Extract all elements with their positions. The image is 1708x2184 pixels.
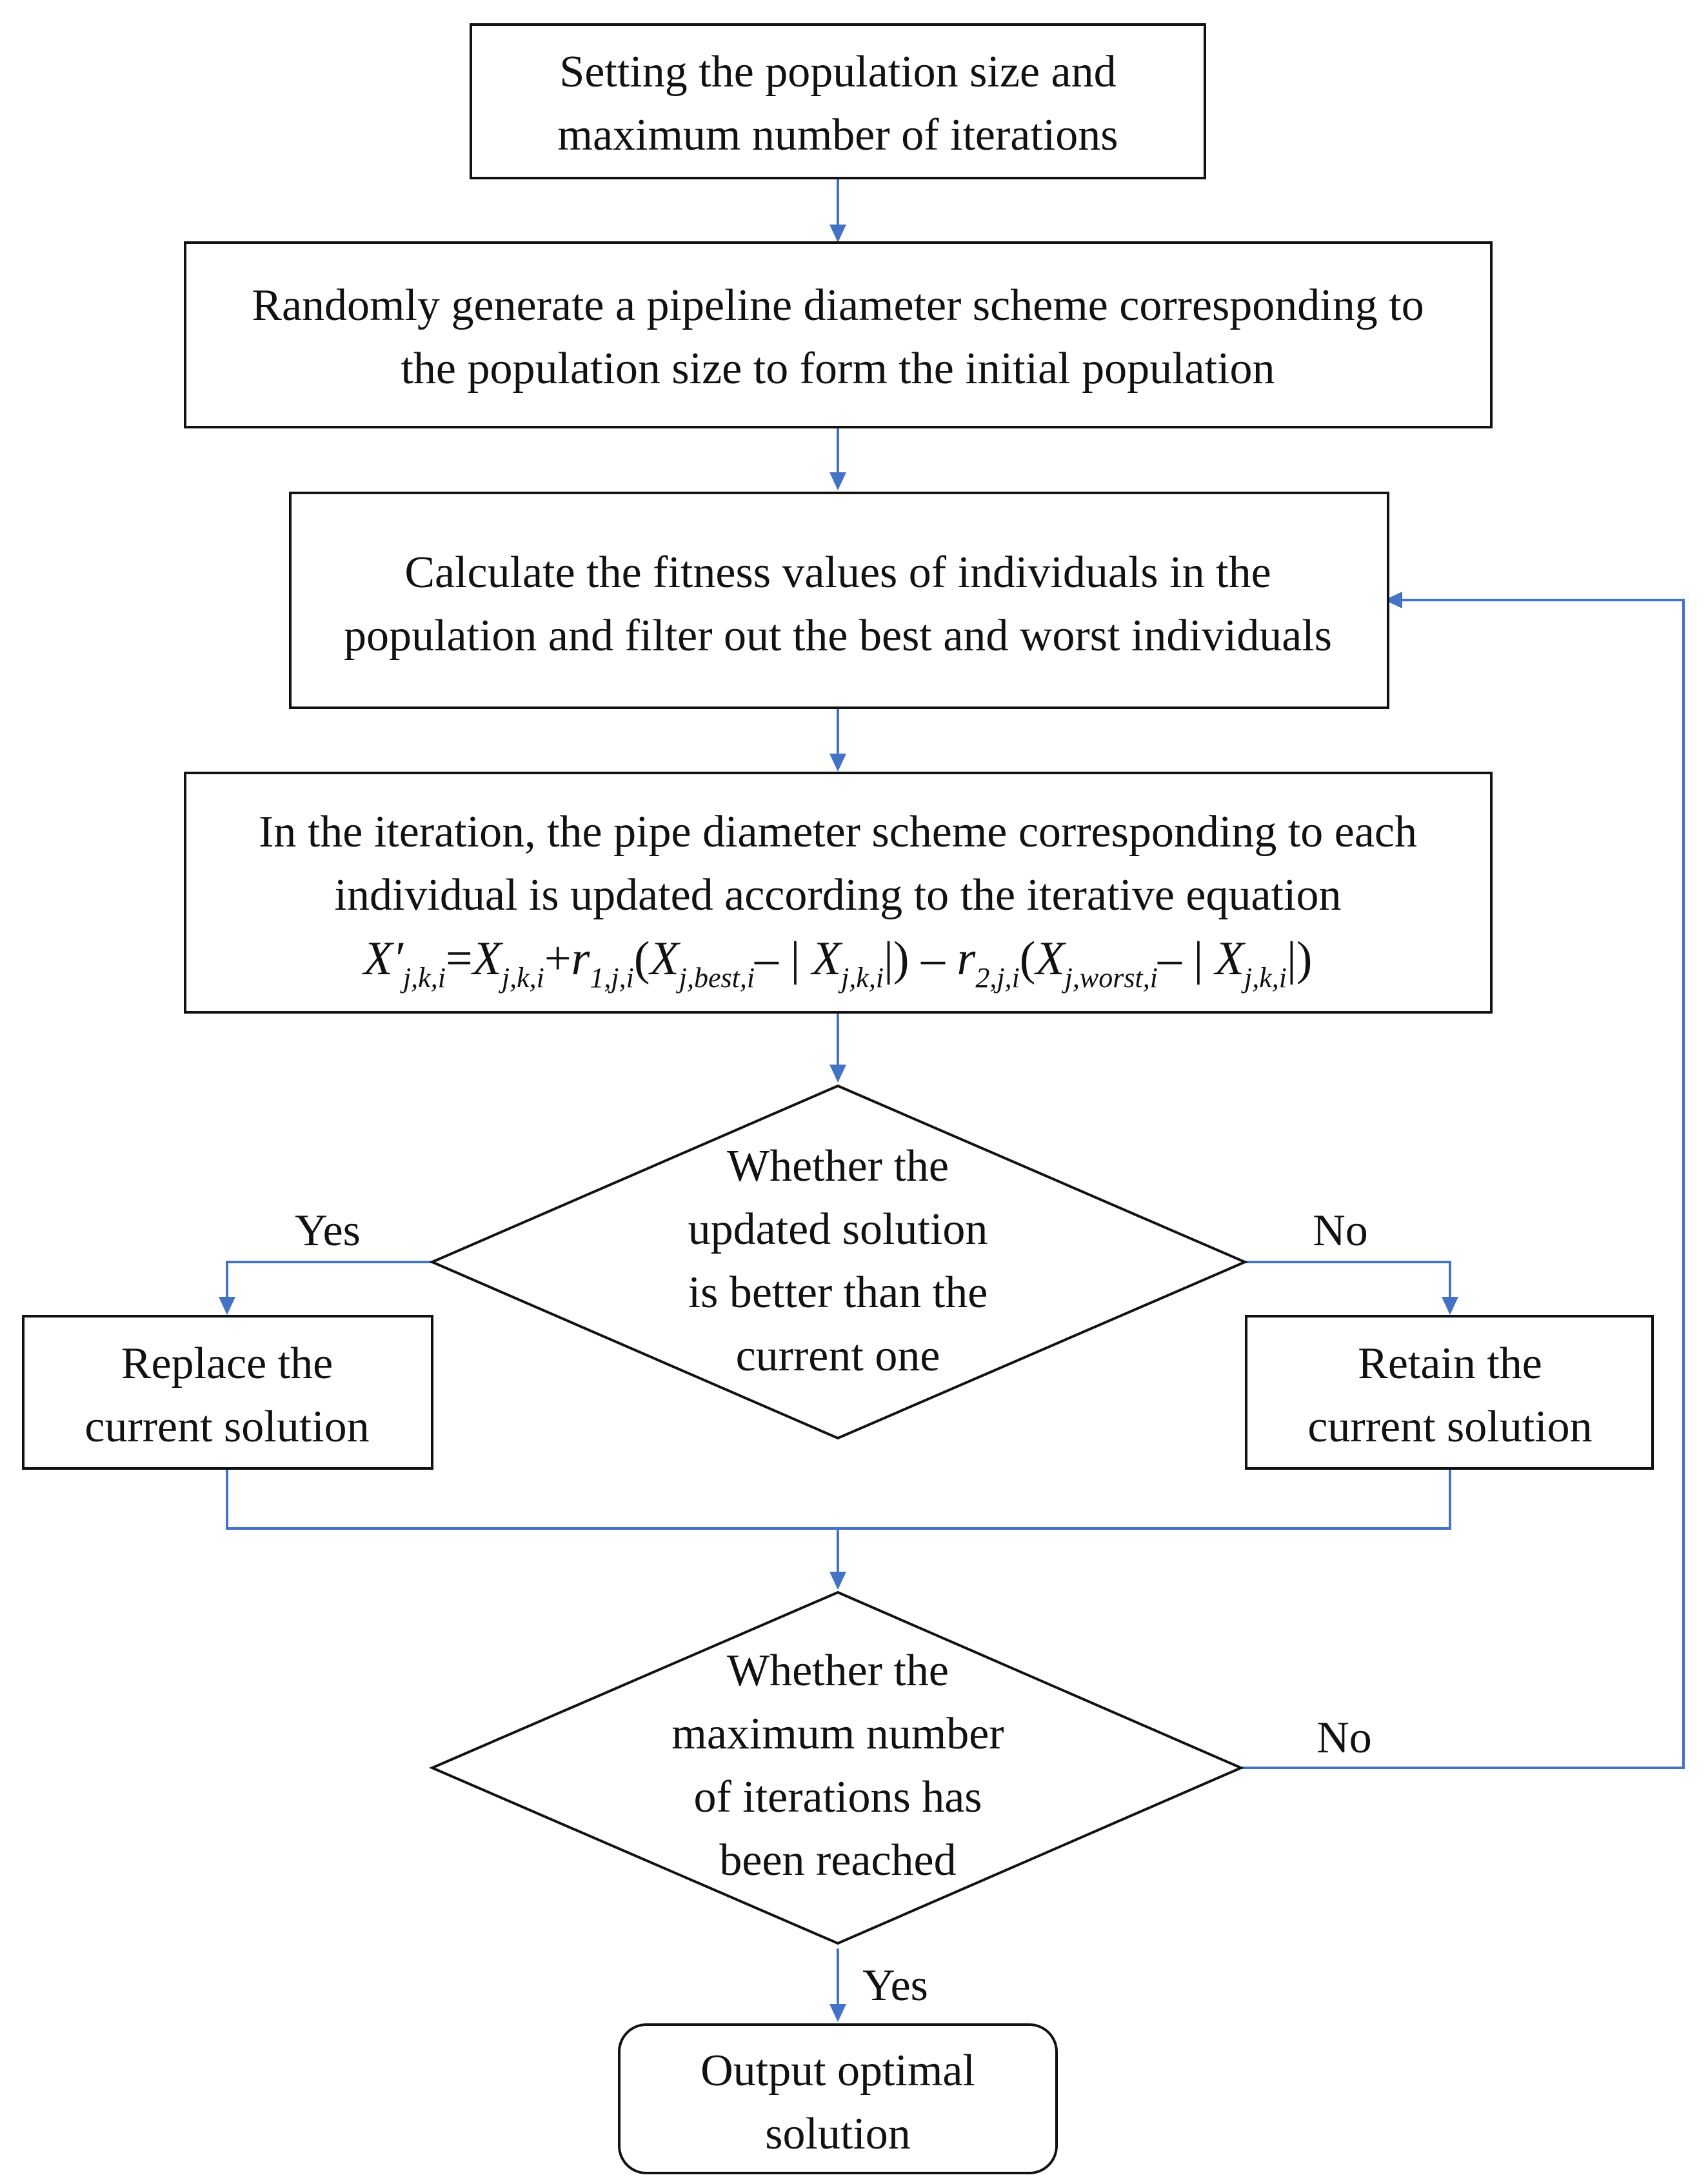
decision-max-line-1: Whether the bbox=[727, 1646, 949, 1696]
replace-box bbox=[22, 1315, 433, 1470]
arrow-yes-to-replace bbox=[226, 1261, 432, 1299]
decision-max-line-4: been reached bbox=[719, 1836, 956, 1885]
fitness-line-2: population and filter out the best and w… bbox=[344, 611, 1332, 661]
arrow-no-to-retain bbox=[1245, 1261, 1451, 1299]
retain-line-1: Retain the bbox=[1358, 1339, 1542, 1388]
decision-better-line-1: Whether the bbox=[727, 1141, 949, 1191]
decision-better-line-2: updated solution bbox=[688, 1205, 988, 1254]
fitness-box bbox=[289, 492, 1389, 709]
retain-step: Retain the current solution bbox=[1245, 1315, 1654, 1470]
output-box bbox=[618, 2023, 1058, 2174]
init-step: Randomly generate a pipeline diameter sc… bbox=[184, 241, 1493, 428]
decision-max-line-2: maximum number bbox=[671, 1709, 1004, 1759]
loop-back-line bbox=[1241, 599, 1685, 1769]
merge-line bbox=[226, 1468, 1451, 1530]
replace-line-2: current solution bbox=[84, 1402, 369, 1452]
fitness-line-1: Calculate the fitness values of individu… bbox=[404, 548, 1271, 597]
arrowhead-retain bbox=[1442, 1297, 1458, 1315]
decision-max-diamond bbox=[428, 1590, 1245, 1945]
arrowhead-replace bbox=[219, 1297, 235, 1315]
setup-line-2: maximum number of iterations bbox=[558, 110, 1118, 160]
output-step: Output optimal solution bbox=[618, 2023, 1058, 2174]
replace-line-1: Replace the bbox=[121, 1339, 333, 1388]
retain-box bbox=[1245, 1315, 1654, 1470]
setup-step: Setting the population size and maximum … bbox=[470, 23, 1206, 179]
arrowhead-decision-better bbox=[829, 1065, 846, 1083]
label-better-yes: Yes bbox=[295, 1206, 361, 1256]
decision-better-line-3: is better than the bbox=[688, 1268, 988, 1317]
arrowhead-output bbox=[829, 2004, 846, 2022]
decision-better-line-4: current one bbox=[736, 1331, 940, 1381]
update-box bbox=[184, 772, 1493, 1014]
decision-better-diamond bbox=[428, 1084, 1249, 1440]
label-max-yes: Yes bbox=[862, 1961, 928, 2010]
arrowhead-decision-max bbox=[829, 1572, 846, 1590]
arrowhead-update bbox=[829, 754, 846, 772]
setup-line-1: Setting the population size and bbox=[559, 47, 1116, 97]
retain-line-2: current solution bbox=[1307, 1402, 1592, 1452]
decision-max-iterations: Whether the maximum number of iterations… bbox=[428, 1590, 1245, 1945]
replace-step: Replace the current solution bbox=[22, 1315, 433, 1470]
arrowhead-init bbox=[829, 225, 846, 243]
iterative-equation: X′j,k,i=Xj,k,i+r1,j,i(Xj,best,i– | Xj,k,… bbox=[362, 932, 1313, 994]
init-line-2: the population size to form the initial … bbox=[401, 344, 1275, 394]
update-line-1: In the iteration, the pipe diameter sche… bbox=[259, 807, 1417, 857]
label-max-no: No bbox=[1316, 1713, 1372, 1763]
connectors bbox=[219, 178, 1685, 2022]
init-line-1: Randomly generate a pipeline diameter sc… bbox=[252, 281, 1424, 330]
decision-better: Whether the updated solution is better t… bbox=[428, 1084, 1249, 1440]
output-line-1: Output optimal bbox=[700, 2046, 975, 2096]
setup-box bbox=[470, 23, 1206, 179]
decision-max-line-3: of iterations has bbox=[693, 1772, 982, 1822]
arrowhead-loop-fitness bbox=[1384, 592, 1402, 608]
init-box bbox=[184, 241, 1493, 428]
update-line-2: individual is updated according to the i… bbox=[335, 870, 1342, 920]
arrowhead-fitness bbox=[829, 472, 846, 490]
update-step: In the iteration, the pipe diameter sche… bbox=[184, 772, 1493, 1014]
fitness-step: Calculate the fitness values of individu… bbox=[289, 492, 1389, 709]
output-line-2: solution bbox=[765, 2109, 911, 2159]
label-better-no: No bbox=[1313, 1206, 1368, 1256]
